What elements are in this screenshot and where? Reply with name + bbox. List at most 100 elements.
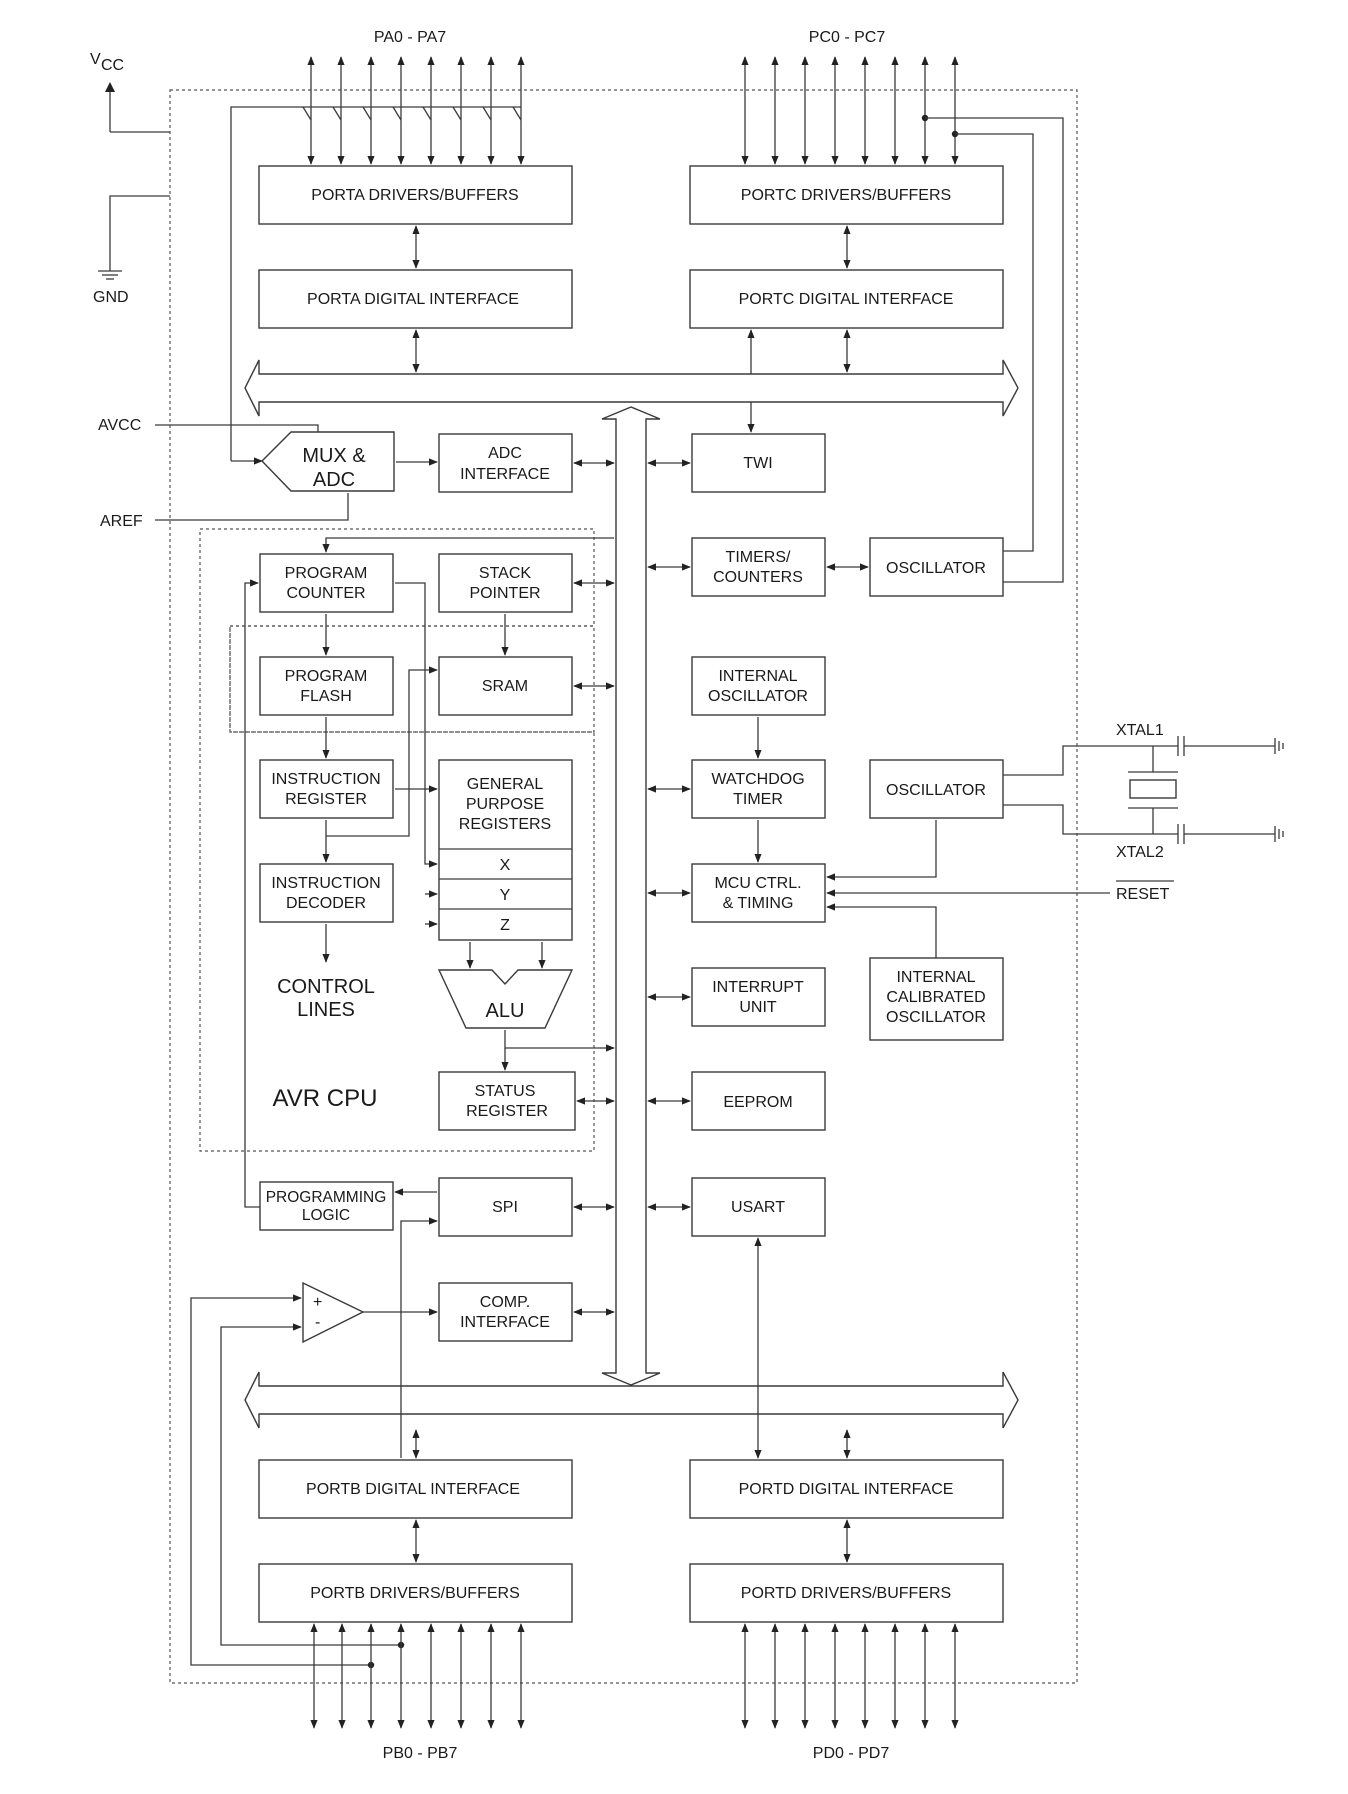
oscillator-xtal-block: OSCILLATOR xyxy=(869,759,1004,819)
timers-counters-block: TIMERS/ COUNTERS xyxy=(691,537,826,597)
svg-text:OSCILLATOR: OSCILLATOR xyxy=(886,560,986,577)
stack-pointer-block: STACK POINTER xyxy=(438,553,573,613)
svg-text:INTERNAL: INTERNAL xyxy=(896,969,975,986)
internal-calibrated-oscillator-block: INTERNAL CALIBRATED OSCILLATOR xyxy=(869,957,1004,1041)
svg-text:TIMER: TIMER xyxy=(733,791,783,808)
svg-text:TWI: TWI xyxy=(743,455,772,472)
instruction-register-block: INSTRUCTION REGISTER xyxy=(259,759,394,819)
svg-text:PORTC DRIVERS/BUFFERS: PORTC DRIVERS/BUFFERS xyxy=(741,187,951,204)
svg-text:PURPOSE: PURPOSE xyxy=(466,796,544,813)
programming-logic-block: PROGRAMMING LOGIC xyxy=(259,1181,394,1231)
svg-text:CALIBRATED: CALIBRATED xyxy=(886,989,985,1006)
svg-text:REGISTER: REGISTER xyxy=(285,791,367,808)
chip-outline xyxy=(169,89,1078,1684)
svg-text:FLASH: FLASH xyxy=(300,688,352,705)
interrupt-unit-block: INTERRUPT UNIT xyxy=(691,967,826,1027)
oscillator-top-block: OSCILLATOR xyxy=(869,537,1004,597)
svg-text:SRAM: SRAM xyxy=(482,678,528,695)
svg-text:ADC: ADC xyxy=(313,469,355,491)
svg-text:USART: USART xyxy=(731,1199,785,1216)
porta-pins xyxy=(230,56,525,465)
svg-text:& TIMING: & TIMING xyxy=(723,895,794,912)
program-flash-block: PROGRAM FLASH xyxy=(259,656,394,716)
svg-text:PORTD DRIVERS/BUFFERS: PORTD DRIVERS/BUFFERS xyxy=(741,1585,951,1602)
svg-text:OSCILLATOR: OSCILLATOR xyxy=(708,688,808,705)
svg-text:EEPROM: EEPROM xyxy=(723,1094,792,1111)
svg-text:ALU: ALU xyxy=(486,1000,525,1022)
portd-pins xyxy=(741,1623,959,1729)
internal-oscillator-block: INTERNAL OSCILLATOR xyxy=(691,656,826,716)
mcu-ctrl-block: MCU CTRL. & TIMING xyxy=(691,863,826,923)
svg-text:GENERAL: GENERAL xyxy=(467,776,544,793)
avcc-label: AVCC xyxy=(98,417,141,434)
reg-y: Y xyxy=(500,887,511,904)
aref-label: AREF xyxy=(100,513,143,530)
internal-data-bus xyxy=(601,406,661,1386)
svg-text:COMP.: COMP. xyxy=(480,1294,530,1311)
portc-drivers-block: PORTC DRIVERS/BUFFERS xyxy=(689,165,1004,225)
svg-text:REGISTER: REGISTER xyxy=(466,1103,548,1120)
crystal-circuit: XTAL1 XTAL2 xyxy=(1003,722,1284,861)
portd-interface-block: PORTD DIGITAL INTERFACE xyxy=(689,1459,1004,1519)
svg-text:PORTA DRIVERS/BUFFERS: PORTA DRIVERS/BUFFERS xyxy=(311,187,518,204)
svg-text:UNIT: UNIT xyxy=(739,999,777,1016)
porta-interface-block: PORTA DIGITAL INTERFACE xyxy=(258,269,573,329)
svg-text:V: V xyxy=(90,51,101,68)
gp-registers-block: GENERAL PURPOSE REGISTERS X Y Z xyxy=(438,759,573,941)
svg-text:PROGRAM: PROGRAM xyxy=(285,668,368,685)
svg-text:COUNTER: COUNTER xyxy=(286,585,365,602)
mux-adc-block: MUX & ADC xyxy=(261,431,395,492)
porta-drivers-block: PORTA DRIVERS/BUFFERS xyxy=(258,165,573,225)
portb-interface-block: PORTB DIGITAL INTERFACE xyxy=(258,1459,573,1519)
control-lines-label: CONTROL xyxy=(277,976,375,998)
portb-pins-label: PB0 - PB7 xyxy=(383,1745,458,1762)
svg-text:PORTB DRIVERS/BUFFERS: PORTB DRIVERS/BUFFERS xyxy=(310,1585,520,1602)
alu-block: ALU xyxy=(437,969,574,1029)
power-pins: V CC GND xyxy=(90,51,170,306)
adc-interface-block: ADC INTERFACE xyxy=(438,433,573,493)
xtal2-label: XTAL2 xyxy=(1116,844,1164,861)
svg-text:LOGIC: LOGIC xyxy=(302,1207,350,1224)
svg-text:MUX &: MUX & xyxy=(302,445,366,467)
portd-pins-label: PD0 - PD7 xyxy=(813,1745,890,1762)
top-data-bus xyxy=(244,359,1019,417)
gnd-label: GND xyxy=(93,289,129,306)
program-counter-block: PROGRAM COUNTER xyxy=(259,553,394,613)
svg-text:CC: CC xyxy=(101,57,124,74)
svg-text:DECODER: DECODER xyxy=(286,895,366,912)
svg-text:INTERRUPT: INTERRUPT xyxy=(712,979,804,996)
portb-drivers-block: PORTB DRIVERS/BUFFERS xyxy=(258,1563,573,1623)
usart-block: USART xyxy=(691,1177,826,1237)
svg-text:INTERFACE: INTERFACE xyxy=(460,1314,550,1331)
svg-text:PORTB DIGITAL INTERFACE: PORTB DIGITAL INTERFACE xyxy=(306,1481,520,1498)
svg-text:PORTA DIGITAL INTERFACE: PORTA DIGITAL INTERFACE xyxy=(307,291,519,308)
svg-text:OSCILLATOR: OSCILLATOR xyxy=(886,1009,986,1026)
svg-text:+: + xyxy=(313,1294,322,1311)
svg-text:COUNTERS: COUNTERS xyxy=(713,569,803,586)
portb-pins xyxy=(310,1623,525,1729)
sram-block: SRAM xyxy=(438,656,573,716)
svg-text:WATCHDOG: WATCHDOG xyxy=(711,771,804,788)
avr-cpu-label: AVR CPU xyxy=(273,1085,378,1112)
svg-text:STATUS: STATUS xyxy=(475,1083,536,1100)
reg-z: Z xyxy=(500,917,510,934)
portc-interface-block: PORTC DIGITAL INTERFACE xyxy=(689,269,1004,329)
comp-interface-block: COMP. INTERFACE xyxy=(438,1282,573,1342)
svg-text:ADC: ADC xyxy=(488,445,522,462)
bottom-data-bus xyxy=(244,1371,1019,1429)
portd-drivers-block: PORTD DRIVERS/BUFFERS xyxy=(689,1563,1004,1623)
svg-text:INTERFACE: INTERFACE xyxy=(460,466,550,483)
reg-x: X xyxy=(500,857,511,874)
eeprom-block: EEPROM xyxy=(691,1071,826,1131)
svg-text:INTERNAL: INTERNAL xyxy=(718,668,797,685)
svg-text:REGISTERS: REGISTERS xyxy=(459,816,551,833)
svg-text:OSCILLATOR: OSCILLATOR xyxy=(886,782,986,799)
svg-text:PROGRAMMING: PROGRAMMING xyxy=(266,1189,387,1206)
svg-text:PROGRAM: PROGRAM xyxy=(285,565,368,582)
porta-pins-label: PA0 - PA7 xyxy=(374,29,446,46)
reset-label: RESET xyxy=(1116,886,1170,903)
xtal1-label: XTAL1 xyxy=(1116,722,1164,739)
svg-text:POINTER: POINTER xyxy=(469,585,540,602)
svg-text:INSTRUCTION: INSTRUCTION xyxy=(271,771,380,788)
